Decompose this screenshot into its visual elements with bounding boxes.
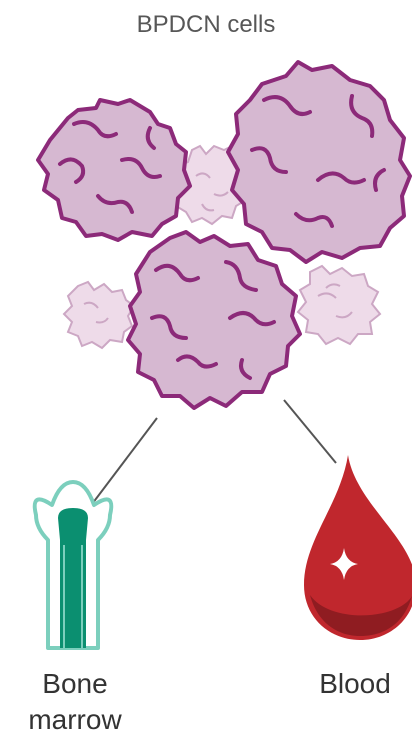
small-cell-icon [64,282,134,348]
bpdcn-cell-icon [38,100,190,240]
bpdcn-cell-icon [128,232,300,408]
bone-marrow-icon [35,482,112,648]
connector-line-blood [284,400,336,463]
blood-drop-icon [304,455,412,640]
blood-label: Blood [300,666,410,702]
small-cell-icon [298,266,380,344]
bone-marrow-label: Bone marrow [0,666,150,738]
bpdcn-cell-icon [228,62,410,262]
